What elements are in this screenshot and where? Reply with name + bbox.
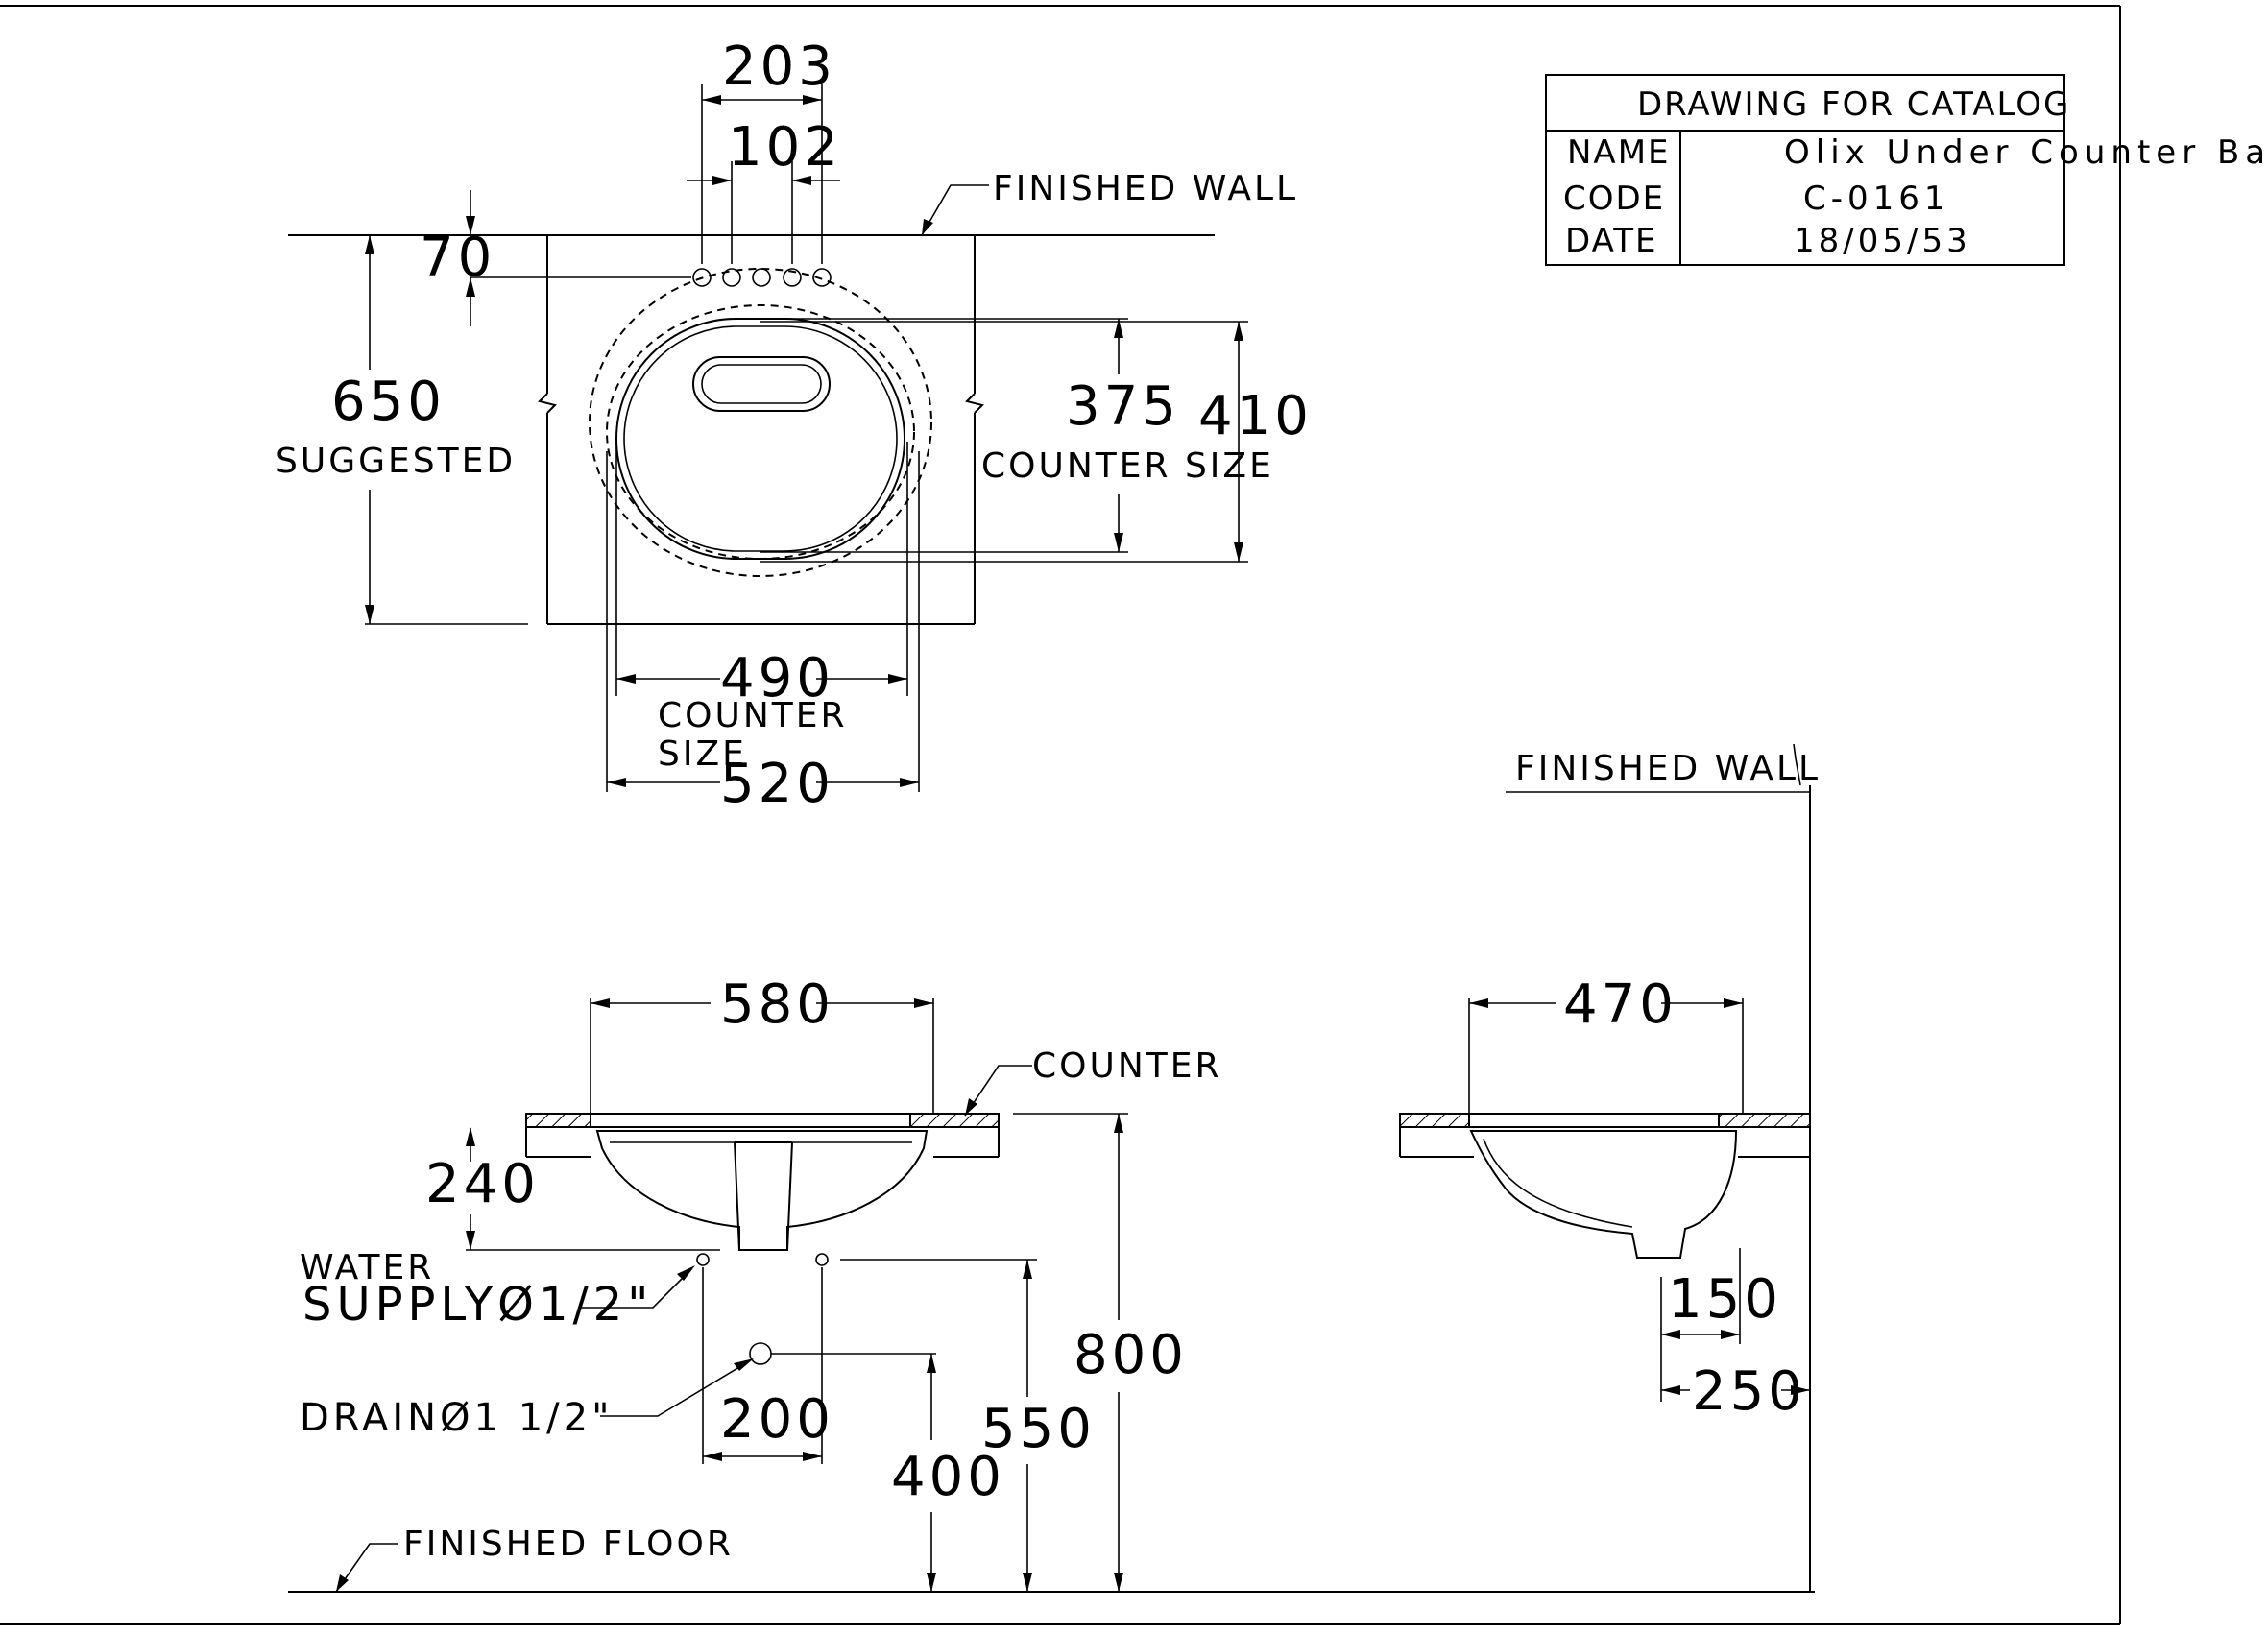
drain-label: DRAINØ1 1/2" — [300, 1396, 613, 1440]
dim-400: 400 — [891, 1446, 1005, 1508]
plan-view: FINISHED WALL 203 — [276, 36, 1313, 815]
dim-203: 203 — [722, 36, 836, 98]
code-label: CODE — [1563, 180, 1665, 218]
dim-800: 800 — [1074, 1324, 1188, 1386]
dim-470: 470 — [1563, 973, 1677, 1036]
size-label-bottom: SIZE — [658, 734, 747, 774]
dim-240: 240 — [425, 1153, 540, 1215]
date-label: DATE — [1565, 222, 1657, 260]
dim-150: 150 — [1668, 1268, 1782, 1331]
code-value: C-0161 — [1803, 180, 1950, 218]
dim-375: 375 — [1066, 375, 1180, 438]
water-supply-label: SUPPLYØ1/2" — [302, 1278, 653, 1332]
dim-490: 490 — [720, 647, 834, 709]
dim-200: 200 — [720, 1388, 834, 1451]
sheet-border — [0, 5, 2121, 1625]
dim-580: 580 — [720, 973, 834, 1036]
dim-250: 250 — [1692, 1360, 1806, 1423]
side-finished-wall-label: FINISHED WALL — [1515, 749, 1821, 788]
dim-520: 520 — [720, 753, 834, 815]
suggested-label: SUGGESTED — [276, 442, 516, 481]
finished-floor-label: FINISHED FLOOR — [403, 1525, 734, 1564]
name-label: NAME — [1567, 133, 1671, 172]
dim-410: 410 — [1198, 385, 1313, 447]
date-value: 18/05/53 — [1794, 222, 1971, 260]
dim-550: 550 — [981, 1398, 1096, 1460]
dim-70: 70 — [420, 227, 495, 289]
counter-size-right-label: COUNTER SIZE — [981, 446, 1274, 486]
dim-650: 650 — [331, 371, 446, 433]
water-label: WATER — [300, 1248, 434, 1287]
dim-102: 102 — [728, 116, 842, 179]
counter-label-bottom: COUNTER — [658, 696, 848, 735]
title-block: DRAWING FOR CATALOG NAME Olix Under Coun… — [1545, 74, 2268, 266]
plan-finished-wall-label: FINISHED WALL — [993, 169, 1298, 208]
side-view: FINISHED WALL 470 150 250 — [1399, 743, 1821, 1592]
front-view: FINISHED FLOOR 580 COUNTER 2 — [288, 973, 1815, 1593]
counter-label-front: COUNTER — [1032, 1046, 1222, 1086]
name-value: Olix Under Counter Basin — [1784, 133, 2268, 172]
title-block-heading: DRAWING FOR CATALOG — [1637, 85, 2070, 124]
